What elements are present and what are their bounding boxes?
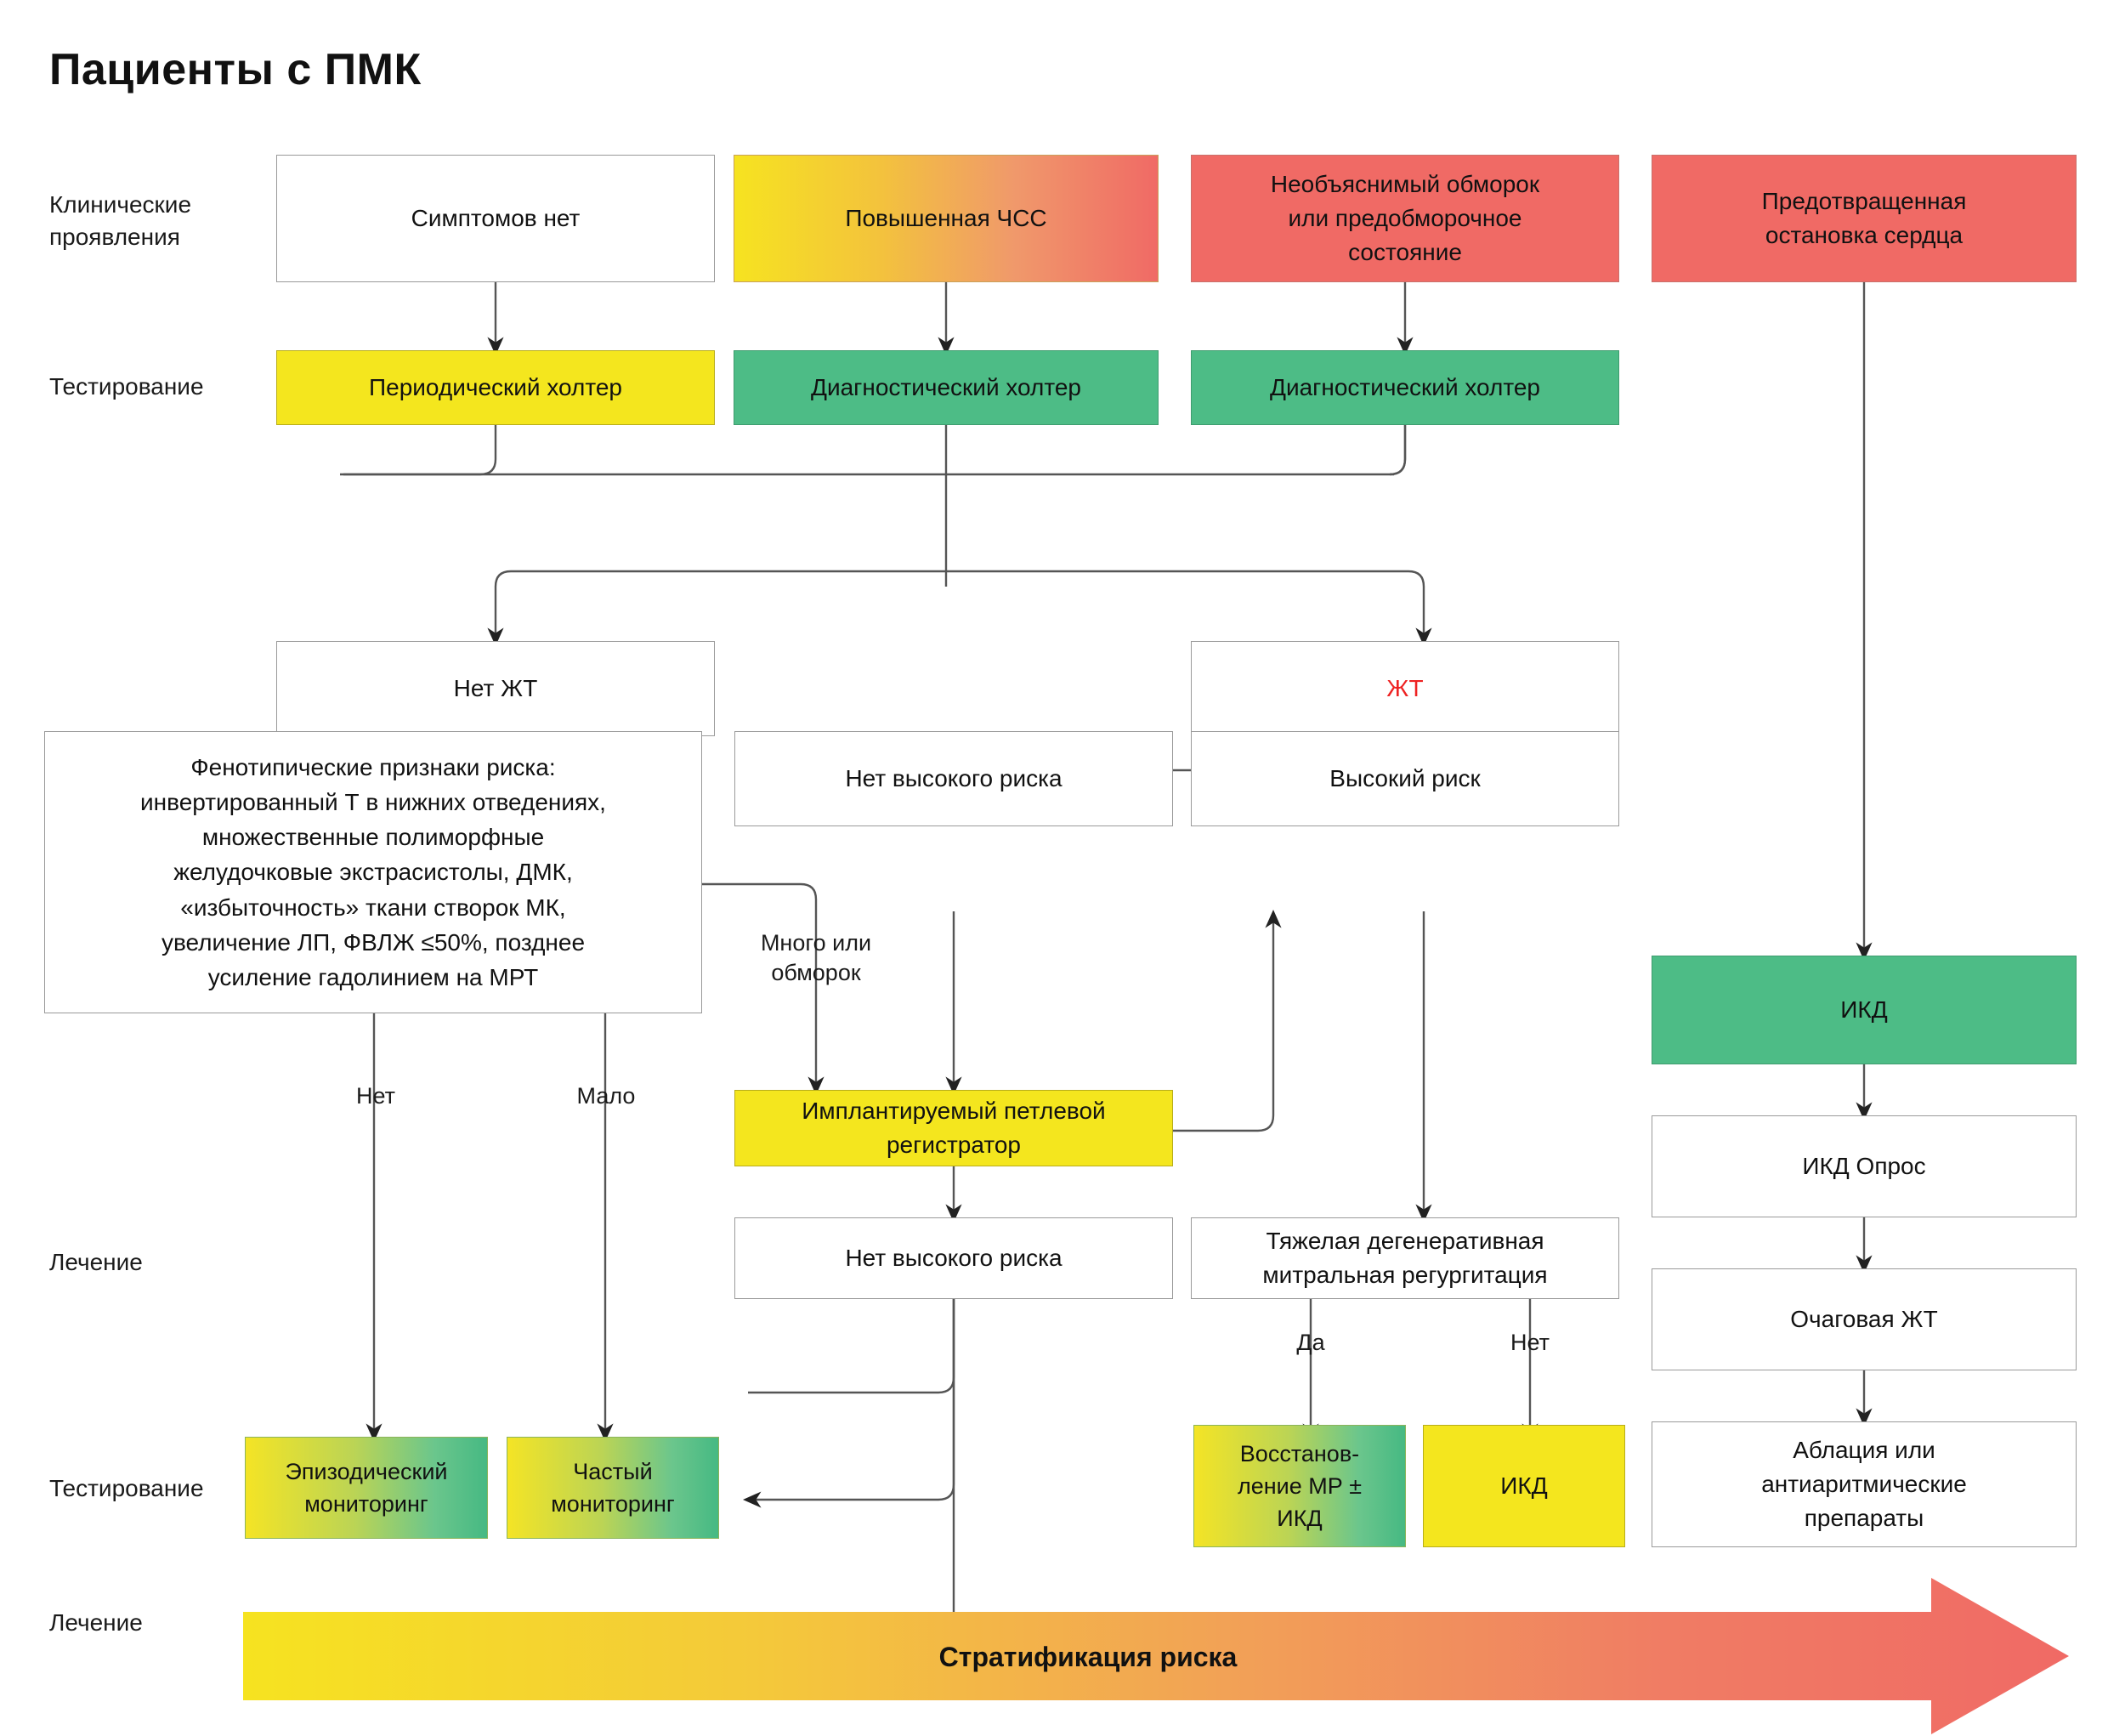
node-mr-repair-icd[interactable]: Восстанов- ление МР ± ИКД — [1193, 1425, 1406, 1547]
risk-stratification-banner: Стратификация риска — [243, 1593, 2069, 1721]
node-high-risk[interactable]: Высокий риск — [1191, 731, 1619, 826]
node-implantable-loop-recorder[interactable]: Имплантируемый петлевой регистратор — [734, 1090, 1173, 1166]
node-unexplained-syncope[interactable]: Необъяснимый обморок или предобморочное … — [1191, 155, 1619, 282]
node-severe-mitral-regurgitation[interactable]: Тяжелая дегенеративная митральная регург… — [1191, 1217, 1619, 1299]
page-title: Пациенты с ПМК — [49, 45, 422, 94]
row-label-treatment-2: Лечение — [49, 1609, 143, 1636]
risk-stratification-label: Стратификация риска — [938, 1641, 1238, 1672]
edge-label-no: Нет — [1510, 1330, 1550, 1355]
edge-label-none: Нет — [356, 1083, 395, 1109]
node-no-vt[interactable]: Нет ЖТ — [276, 641, 715, 736]
node-periodic-holter[interactable]: Периодический холтер — [276, 350, 715, 425]
node-diagnostic-holter-1[interactable]: Диагностический холтер — [734, 350, 1159, 425]
node-ablation-or-antiarrhythmics[interactable]: Аблация или антиаритмические препараты — [1652, 1421, 2077, 1547]
node-diagnostic-holter-2[interactable]: Диагностический холтер — [1191, 350, 1619, 425]
node-episodic-monitoring[interactable]: Эпизодический мониторинг — [245, 1437, 488, 1539]
edge-label-few: Мало — [576, 1083, 636, 1109]
node-frequent-monitoring[interactable]: Частый мониторинг — [507, 1437, 719, 1539]
row-label-testing-1: Тестирование — [49, 373, 204, 400]
edge-label-many-or-syncope: Много или обморок — [760, 930, 872, 986]
edge-label-yes: Да — [1296, 1330, 1325, 1355]
node-phenotypic-risk-features[interactable]: Фенотипические признаки риска: инвертиро… — [44, 731, 702, 1013]
node-icd-interrogation[interactable]: ИКД Опрос — [1652, 1115, 2077, 1217]
node-icd-bottom[interactable]: ИКД — [1423, 1425, 1625, 1547]
node-aborted-cardiac-arrest[interactable]: Предотвращенная остановка сердца — [1652, 155, 2077, 282]
row-label-treatment-1: Лечение — [49, 1249, 143, 1275]
node-vt[interactable]: ЖТ — [1191, 641, 1619, 736]
row-label-clinical: Клинические проявления — [49, 191, 192, 250]
node-focal-vt[interactable]: Очаговая ЖТ — [1652, 1268, 2077, 1370]
node-no-high-risk-2[interactable]: Нет высокого риска — [734, 1217, 1173, 1299]
node-elevated-heart-rate[interactable]: Повышенная ЧСС — [734, 155, 1159, 282]
node-no-high-risk-1[interactable]: Нет высокого риска — [734, 731, 1173, 826]
node-icd-green[interactable]: ИКД — [1652, 956, 2077, 1064]
node-no-symptoms[interactable]: Симптомов нет — [276, 155, 715, 282]
row-label-testing-2: Тестирование — [49, 1475, 204, 1501]
